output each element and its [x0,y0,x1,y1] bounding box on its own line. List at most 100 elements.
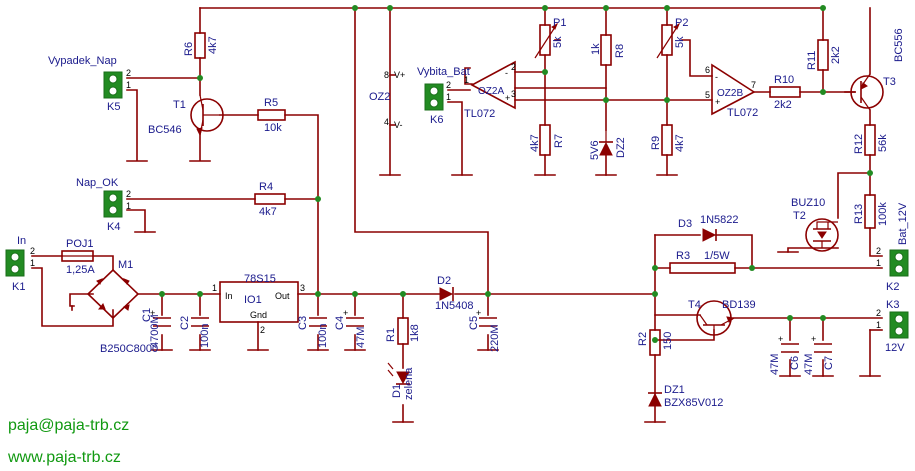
ground-symbols [71,160,881,423]
capacitor-c2: 100n C2 [179,316,211,348]
resistor-r12: R12 56k [853,124,889,156]
svg-text:4k7: 4k7 [259,206,277,218]
connector-k6: Vybita_Bat K6 2 1 [417,66,470,126]
resistor-r2: R2 150 [637,329,674,356]
resistor-r9: R9 4k7 [650,124,686,156]
svg-text:R7: R7 [553,134,565,148]
svg-text:R10: R10 [774,74,794,86]
svg-text:1k8: 1k8 [409,324,421,342]
svg-text:47M: 47M [769,354,781,375]
svg-text:100n: 100n [317,324,329,348]
k3-net-label: 12V [885,342,905,354]
svg-text:8: 8 [384,70,389,80]
zener-dz2: 5V6 DZ2 [589,130,627,160]
led-d1: D1 zelena [387,362,415,400]
svg-text:+: + [476,308,481,318]
k3-ref-label: K3 [886,299,899,311]
svg-text:C1: C1 [141,308,153,322]
k4-ref-label: K4 [107,221,120,233]
svg-text:C6: C6 [789,356,801,370]
svg-text:100k: 100k [877,202,889,226]
resistor-r4: R4 4k7 [254,181,286,218]
capacitor-c4: + 47M C4 [334,308,367,348]
svg-text:R4: R4 [259,181,273,193]
svg-text:T3: T3 [883,76,896,88]
svg-text:220M: 220M [489,324,501,352]
potentiometer-p2: P2 5k [656,17,688,59]
connector-k3: K3 12V 2 1 [876,299,909,354]
svg-text:R9: R9 [650,136,662,150]
svg-text:C7: C7 [823,356,835,370]
transistor-t1: T1 BC546 [148,94,224,137]
svg-text:1/5W: 1/5W [704,250,730,262]
resistor-r11: R11 2k2 [806,39,842,71]
credit-email: paja@paja-trb.cz [8,417,129,434]
diode-d2: D2 1N5408 [435,275,474,312]
svg-text:56k: 56k [877,134,889,152]
svg-text:1N5408: 1N5408 [435,300,474,312]
svg-text:+: + [150,308,155,318]
opamp-oz2b: OZ2B TL072 6 5 7 - + [705,63,758,119]
svg-text:1: 1 [876,258,881,268]
resistor-r8: 1k R8 [590,34,626,66]
svg-text:+: + [811,334,816,344]
svg-text:TL072: TL072 [727,107,758,119]
svg-text:1: 1 [446,92,451,102]
resistor-r3: R3 1/5W [669,250,736,274]
svg-text:4k7: 4k7 [529,134,541,152]
svg-text:C4: C4 [334,316,346,330]
transistor-t4: T4 BD139 [688,299,756,336]
k2-net-label: Bat_12V [897,202,909,245]
svg-text:-: - [715,72,718,82]
svg-text:2: 2 [260,325,265,335]
svg-text:1k: 1k [590,43,602,55]
fuse-poj1: POJ1 1,25A [61,238,95,276]
k2-ref-label: K2 [886,281,899,293]
svg-text:4k7: 4k7 [207,36,219,54]
svg-text:BUZ10: BUZ10 [791,197,825,209]
svg-text:C2: C2 [179,316,191,330]
svg-text:D3: D3 [678,218,692,230]
capacitor-c7: + 47M C7 [803,334,835,375]
connector-k2: Bat_12V K2 2 1 [876,202,909,293]
mosfet-t2: BUZ10 T2 [791,197,839,252]
zener-dz1: DZ1 BZX85V012 [648,384,723,409]
svg-text:R1: R1 [385,328,397,342]
svg-text:2k2: 2k2 [774,99,792,111]
svg-text:B250C8000: B250C8000 [100,343,158,355]
svg-text:+: + [778,334,783,344]
svg-text:+: + [505,93,510,103]
svg-text:2: 2 [126,189,131,199]
svg-text:4: 4 [384,117,389,127]
svg-text:V+: V+ [394,70,405,80]
svg-text:1: 1 [464,75,469,85]
svg-text:2: 2 [126,68,131,78]
svg-text:T4: T4 [688,299,701,311]
svg-text:1: 1 [212,283,217,293]
capacitor-c6: + 47M C6 [769,334,801,375]
svg-text:DZ1: DZ1 [664,384,685,396]
k6-net-label: Vybita_Bat [417,66,470,78]
svg-text:M1: M1 [118,259,133,271]
capacitor-c3: 100n C3 [297,316,329,348]
regulator-type: 78S15 [244,273,276,285]
regulator-io1: 78S15 IO1 In Out Gnd 1 2 3 [212,273,305,335]
svg-text:Out: Out [275,291,290,301]
svg-text:C5: C5 [468,316,480,330]
svg-text:BC546: BC546 [148,124,182,136]
opamp-oz2a: OZ2A TL072 2 3 1 - + [464,60,516,120]
resistor-r7: 4k7 R7 [529,124,565,156]
svg-text:BZX85V012: BZX85V012 [664,397,723,409]
svg-text:1: 1 [126,80,131,90]
svg-text:1: 1 [876,320,881,330]
diode-d3: D3 1N5822 [678,214,739,242]
svg-text:5V6: 5V6 [589,140,601,160]
svg-text:3: 3 [511,89,516,99]
svg-text:OZ2B: OZ2B [717,88,743,99]
junction-dots [159,5,873,343]
svg-text:10k: 10k [264,122,282,134]
svg-text:3: 3 [300,283,305,293]
resistor-r1: R1 1k8 [385,317,421,345]
svg-text:47M: 47M [803,354,815,375]
